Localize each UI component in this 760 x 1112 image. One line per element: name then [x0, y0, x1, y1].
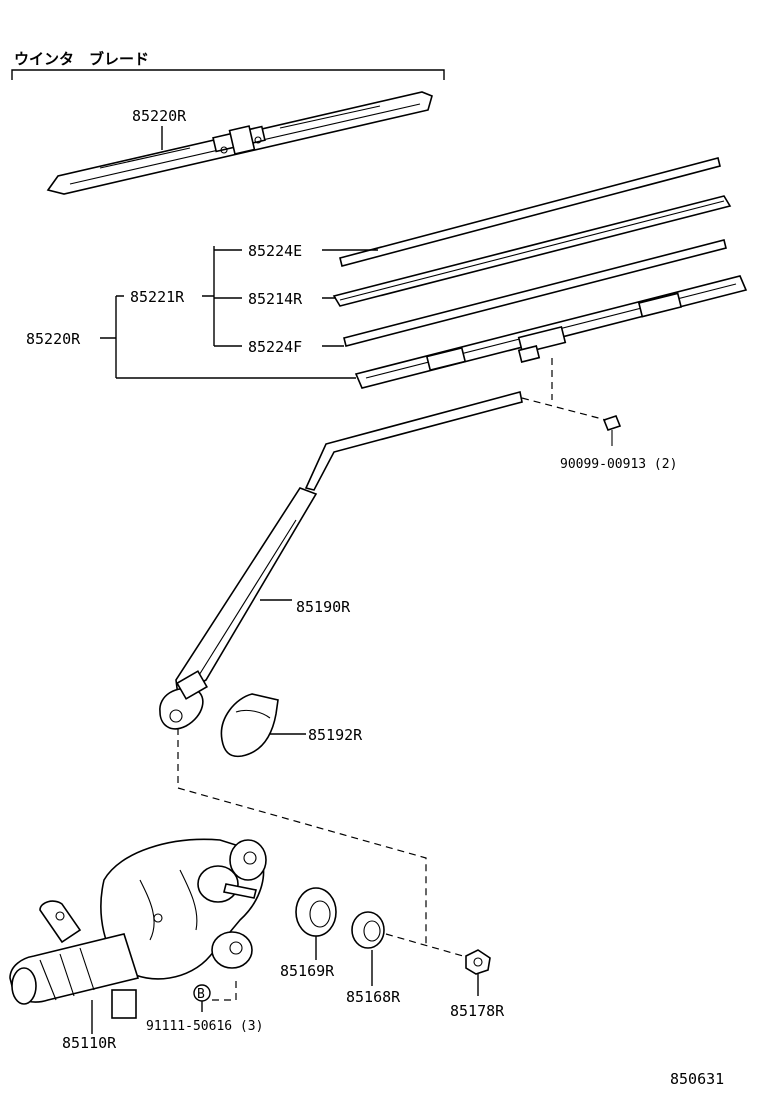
- rubber-85214R: [332, 195, 732, 307]
- grommet-85169R: [295, 887, 337, 937]
- section-title: ウインタ ブレード: [14, 50, 149, 68]
- bushing-85168R: [351, 911, 385, 949]
- label-85178R: 85178R: [450, 1002, 505, 1020]
- label-85220R-left: 85220R: [26, 330, 81, 348]
- label-85224F: 85224F: [248, 338, 302, 356]
- screw-90099-00913: [602, 415, 622, 446]
- label-85224E: 85224E: [248, 242, 302, 260]
- leader-85221R: [100, 295, 356, 379]
- wiper-arm-85190R: [159, 391, 523, 730]
- label-85220R-top: 85220R: [132, 107, 187, 125]
- insert-85224F: [343, 239, 727, 347]
- title-bracket: [11, 69, 445, 80]
- label-85221R: 85221R: [130, 288, 185, 306]
- dashed-bolt-line: [212, 978, 237, 1001]
- dashed-bushing-line: [385, 933, 471, 959]
- label-85192R: 85192R: [308, 726, 363, 744]
- label-85110R: 85110R: [62, 1034, 117, 1052]
- label-85214R: 85214R: [248, 290, 303, 308]
- label-90099-00913: 90099-00913 (2): [560, 457, 677, 472]
- label-85168R: 85168R: [346, 988, 401, 1006]
- blade-frame-lower: [354, 275, 748, 389]
- nut-85178R: [465, 949, 491, 975]
- label-85190R: 85190R: [296, 598, 351, 616]
- dashed-arm-line: [177, 728, 427, 944]
- motor-85110R: [9, 838, 267, 1019]
- cap-85192R: [220, 693, 279, 758]
- label-91111-50616: 91111-50616 (3): [146, 1019, 263, 1034]
- bolt-marker-letter: B: [197, 987, 205, 1002]
- figure-code: 850631: [670, 1070, 724, 1088]
- dashed-screw-line: [521, 358, 607, 421]
- label-85169R: 85169R: [280, 962, 335, 980]
- insert-85224E: [339, 157, 721, 267]
- blade-assembly-top: [46, 91, 433, 195]
